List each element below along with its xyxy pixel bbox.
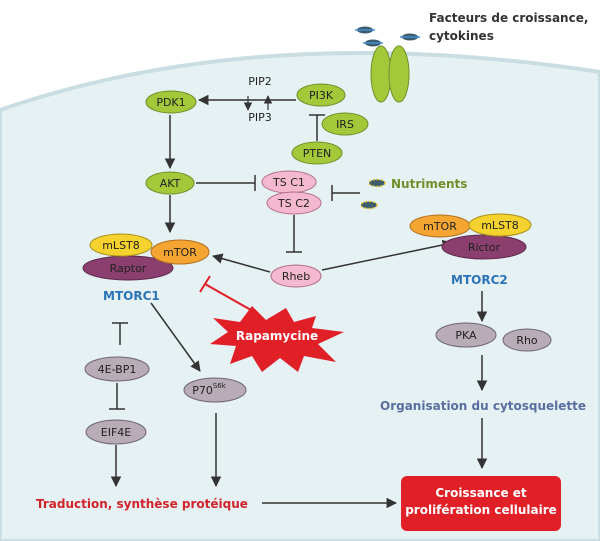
rheb-to-mtorc2-arrow bbox=[321, 239, 454, 271]
pip2-label: PIP2 bbox=[248, 75, 272, 88]
cell-body bbox=[0, 50, 600, 541]
rheb-node bbox=[270, 264, 322, 288]
mtor-c1-node bbox=[150, 239, 210, 265]
pip3-label: PIP3 bbox=[248, 111, 272, 124]
croissance-box bbox=[401, 476, 561, 531]
rapamycine-inhibits-mtorc1 bbox=[204, 283, 259, 315]
pi3k-label: PI3K bbox=[309, 89, 334, 102]
rictor-label: Rictor bbox=[468, 241, 501, 254]
rapamycine-burst bbox=[210, 306, 344, 372]
mtor-c1-label: mTOR bbox=[163, 246, 197, 259]
traduction-label: Traduction, synthèse protéique bbox=[36, 497, 248, 511]
tsc1-label: TS C1 bbox=[272, 176, 305, 189]
rheb-to-mtorc1-arrow bbox=[211, 253, 271, 273]
4ebp1-node bbox=[84, 356, 150, 382]
p70-superscript: S6k bbox=[213, 382, 227, 390]
croissance-label-line1: Croissance et bbox=[435, 486, 527, 500]
eif4e-node bbox=[85, 419, 147, 445]
pka-node bbox=[435, 322, 497, 348]
raptor-label: Raptor bbox=[110, 262, 147, 275]
growth-factors-label-line2: cytokines bbox=[429, 29, 494, 43]
mlst8-c1-node bbox=[89, 233, 153, 257]
mtorc1-label: MTORC1 bbox=[103, 289, 160, 303]
akt-label: AKT bbox=[160, 177, 181, 190]
4ebp1-label: 4E-BP1 bbox=[98, 363, 137, 376]
pi3k-node bbox=[296, 83, 346, 107]
rho-label: Rho bbox=[516, 334, 538, 347]
nutriments-label: Nutriments bbox=[391, 177, 467, 191]
mtor-c2-label: mTOR bbox=[423, 220, 457, 233]
rapamycine-label: Rapamycine bbox=[236, 329, 318, 343]
mtorc1-to-p70-arrow bbox=[150, 302, 201, 372]
mtorc2-label: MTORC2 bbox=[451, 273, 508, 287]
pka-label: PKA bbox=[455, 329, 477, 342]
p70-node bbox=[183, 377, 247, 403]
organisation-label: Organisation du cytosquelette bbox=[380, 399, 586, 413]
akt-node bbox=[145, 171, 195, 195]
mlst8-c2-label: mLST8 bbox=[481, 219, 519, 232]
growth-factors-label-line1: Facteurs de croissance, bbox=[429, 11, 588, 25]
irs-label: IRS bbox=[336, 118, 354, 131]
pdk1-label: PDK1 bbox=[156, 96, 185, 109]
irs-node bbox=[321, 112, 369, 136]
receptor-icon bbox=[370, 45, 410, 103]
tsc2-label: TS C2 bbox=[277, 197, 310, 210]
pten-label: PTEN bbox=[303, 147, 332, 160]
pdk1-node bbox=[145, 90, 197, 114]
pten-node bbox=[291, 141, 343, 165]
tsc2-node bbox=[266, 191, 322, 215]
rheb-label: Rheb bbox=[282, 270, 310, 283]
croissance-label-line2: prolifération cellulaire bbox=[405, 503, 557, 517]
mlst8-c2-node bbox=[468, 213, 532, 237]
rho-node bbox=[502, 328, 552, 352]
rictor-node bbox=[441, 234, 527, 260]
mlst8-c1-label: mLST8 bbox=[102, 239, 140, 252]
nutrient-icon bbox=[360, 178, 386, 210]
p70-label: P70S6k bbox=[192, 382, 227, 397]
eif4e-label: EIF4E bbox=[101, 426, 132, 439]
